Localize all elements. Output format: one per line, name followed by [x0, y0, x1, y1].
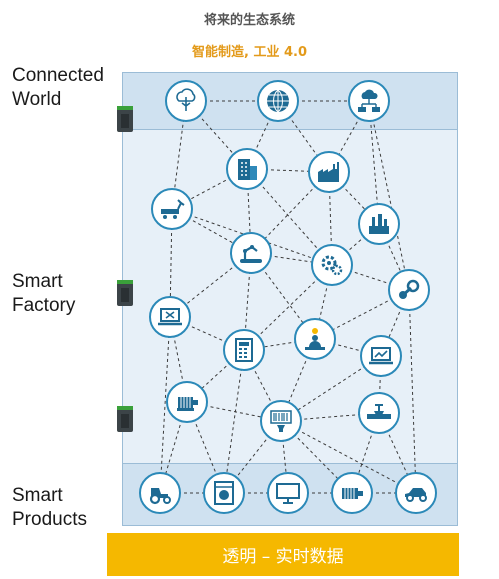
diagram-title: 将来的生态系统 — [203, 13, 295, 28]
tier-label-line: Factory — [12, 295, 76, 316]
tier-label-line: Smart — [12, 485, 63, 506]
valve-icon — [367, 404, 391, 419]
link-cloud-network-steam — [368, 100, 410, 291]
globe-icon — [267, 89, 289, 113]
link-valve-barcode-scanner — [280, 412, 380, 422]
car-icon — [405, 488, 427, 502]
link-refinery-gears — [331, 223, 380, 266]
monitor-icon — [276, 483, 300, 504]
refinery-icon — [369, 214, 389, 234]
factory-icon — [318, 162, 339, 182]
steam-icon — [399, 279, 420, 299]
laptop-tools-node — [149, 296, 191, 338]
office-building-icon — [238, 159, 257, 180]
tier-label-line: World — [12, 89, 62, 110]
motor-icon — [177, 397, 198, 411]
robot-arm-conveyor-icon — [240, 245, 262, 263]
cloud-tree-icon — [176, 88, 196, 111]
cloud-tree-node — [165, 80, 207, 122]
link-calculator-washing-machine — [223, 349, 245, 494]
calculator-node — [223, 329, 265, 371]
robot-line-icon — [161, 199, 185, 219]
link-barcode-scanner-car — [280, 420, 417, 494]
barcode-scanner-node — [260, 400, 302, 442]
cloud-network-icon — [358, 89, 380, 112]
valve-node — [358, 392, 400, 434]
gears-node — [311, 244, 353, 286]
tier-label-line: Products — [12, 509, 87, 530]
barcode-scanner-icon — [270, 410, 292, 432]
gateway-device-icon — [117, 406, 133, 432]
electric-motor-node — [331, 472, 373, 514]
calculator-icon — [235, 338, 253, 362]
refinery-node — [358, 203, 400, 245]
car-node — [395, 472, 437, 514]
tier-label-smart-products: Smart Products — [12, 484, 87, 532]
gateway-device-icon — [117, 280, 133, 306]
steam-node — [388, 269, 430, 311]
factory-node — [308, 151, 350, 193]
link-motor-washing-machine — [186, 401, 225, 494]
tractor-node — [139, 472, 181, 514]
analytics-laptop-node — [360, 335, 402, 377]
link-robot-arm-conveyor-calculator — [243, 252, 252, 351]
cloud-network-node — [348, 80, 390, 122]
washing-machine-icon — [214, 481, 234, 505]
washing-machine-node — [203, 472, 245, 514]
link-laptop-tools-tractor — [159, 316, 171, 494]
office-building-node — [226, 148, 268, 190]
diagram-subtitle: 智能制造, 工业 4.0 — [191, 45, 308, 60]
tractor-icon — [149, 488, 171, 505]
tier-label-smart-factory: Smart Factory — [12, 270, 75, 318]
motor-node — [166, 381, 208, 423]
realtime-data-banner: 透明 – 实时数据 — [107, 533, 459, 576]
laptop-tools-icon — [158, 308, 182, 326]
banner-label: 透明 – 实时数据 — [222, 547, 344, 567]
electric-motor-icon — [342, 488, 363, 499]
worker-idea-node — [294, 318, 336, 360]
gateway-device-icon — [117, 106, 133, 132]
tier-label-line: Connected — [12, 65, 104, 86]
link-steam-car — [408, 289, 417, 494]
monitor-node — [267, 472, 309, 514]
robot-arm-conveyor-node — [230, 232, 272, 274]
worker-idea-icon — [305, 328, 325, 350]
tier-label-connected-world: Connected World — [12, 64, 104, 112]
analytics-laptop-icon — [369, 347, 393, 365]
gears-icon — [321, 255, 343, 276]
tier-label-line: Smart — [12, 271, 63, 292]
globe-node — [257, 80, 299, 122]
robot-line-node — [151, 188, 193, 230]
